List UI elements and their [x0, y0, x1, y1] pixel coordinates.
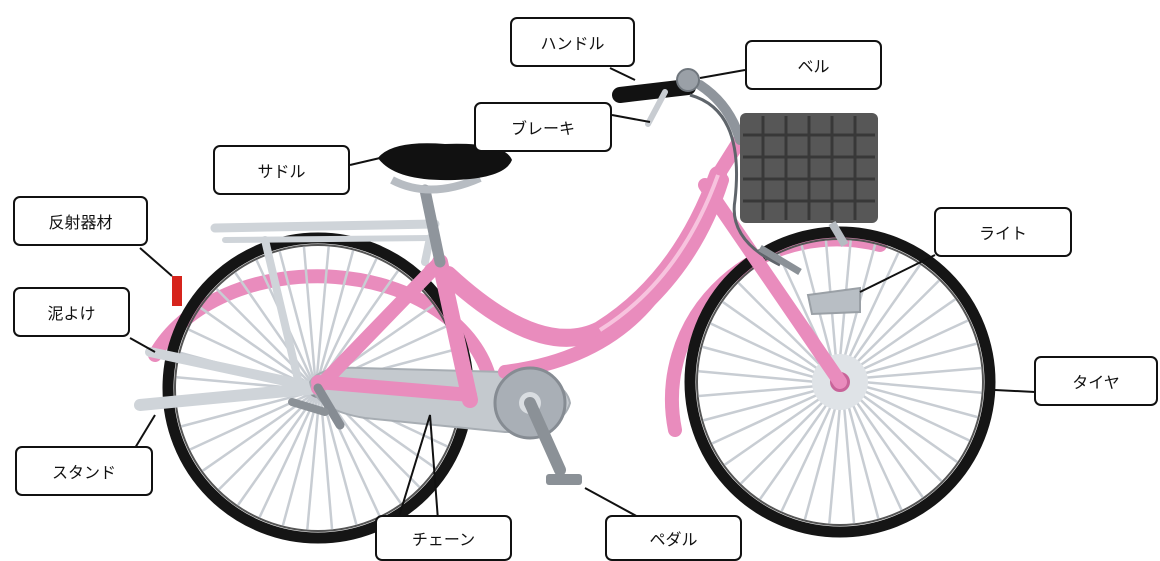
handlebar [612, 79, 696, 103]
label-light: ライト [934, 207, 1072, 257]
label-pedal: ペダル [605, 515, 742, 561]
pointer-mudguard [129, 337, 156, 353]
pointer-saddle [349, 157, 381, 166]
bell [676, 68, 700, 92]
pointer-bell [699, 69, 746, 79]
brake-cable [689, 93, 781, 267]
crankset [493, 366, 582, 485]
pointer-stand [134, 414, 156, 449]
saddle-spring [390, 174, 482, 194]
pedal [546, 474, 582, 485]
label-mudguard: 泥よけ [13, 287, 130, 337]
pointer-handle [609, 67, 636, 81]
label-reflector: 反射器材 [13, 196, 148, 246]
label-brake: ブレーキ [474, 102, 612, 152]
label-handle: ハンドル [510, 17, 635, 67]
pointer-light [859, 254, 936, 293]
brake-lever [645, 89, 668, 127]
reflector-red [172, 276, 182, 306]
label-bell: ベル [745, 40, 882, 90]
kickstand [134, 347, 324, 411]
label-saddle: サドル [213, 145, 350, 195]
pointer-tire [994, 389, 1036, 393]
seat-post [419, 184, 446, 268]
rear-carrier [210, 219, 440, 392]
pointer-reflector [139, 247, 173, 277]
headlight [806, 286, 861, 316]
callout-pointers [129, 67, 1036, 521]
pointer-brake [611, 114, 651, 123]
label-tire: タイヤ [1034, 356, 1158, 406]
stem [695, 80, 745, 145]
front-basket [740, 113, 878, 276]
saddle [378, 143, 512, 181]
label-stand: スタンド [15, 446, 153, 496]
pointer-pedal [584, 487, 641, 519]
pointer-chain [397, 414, 439, 521]
label-chain: チェーン [375, 515, 512, 561]
